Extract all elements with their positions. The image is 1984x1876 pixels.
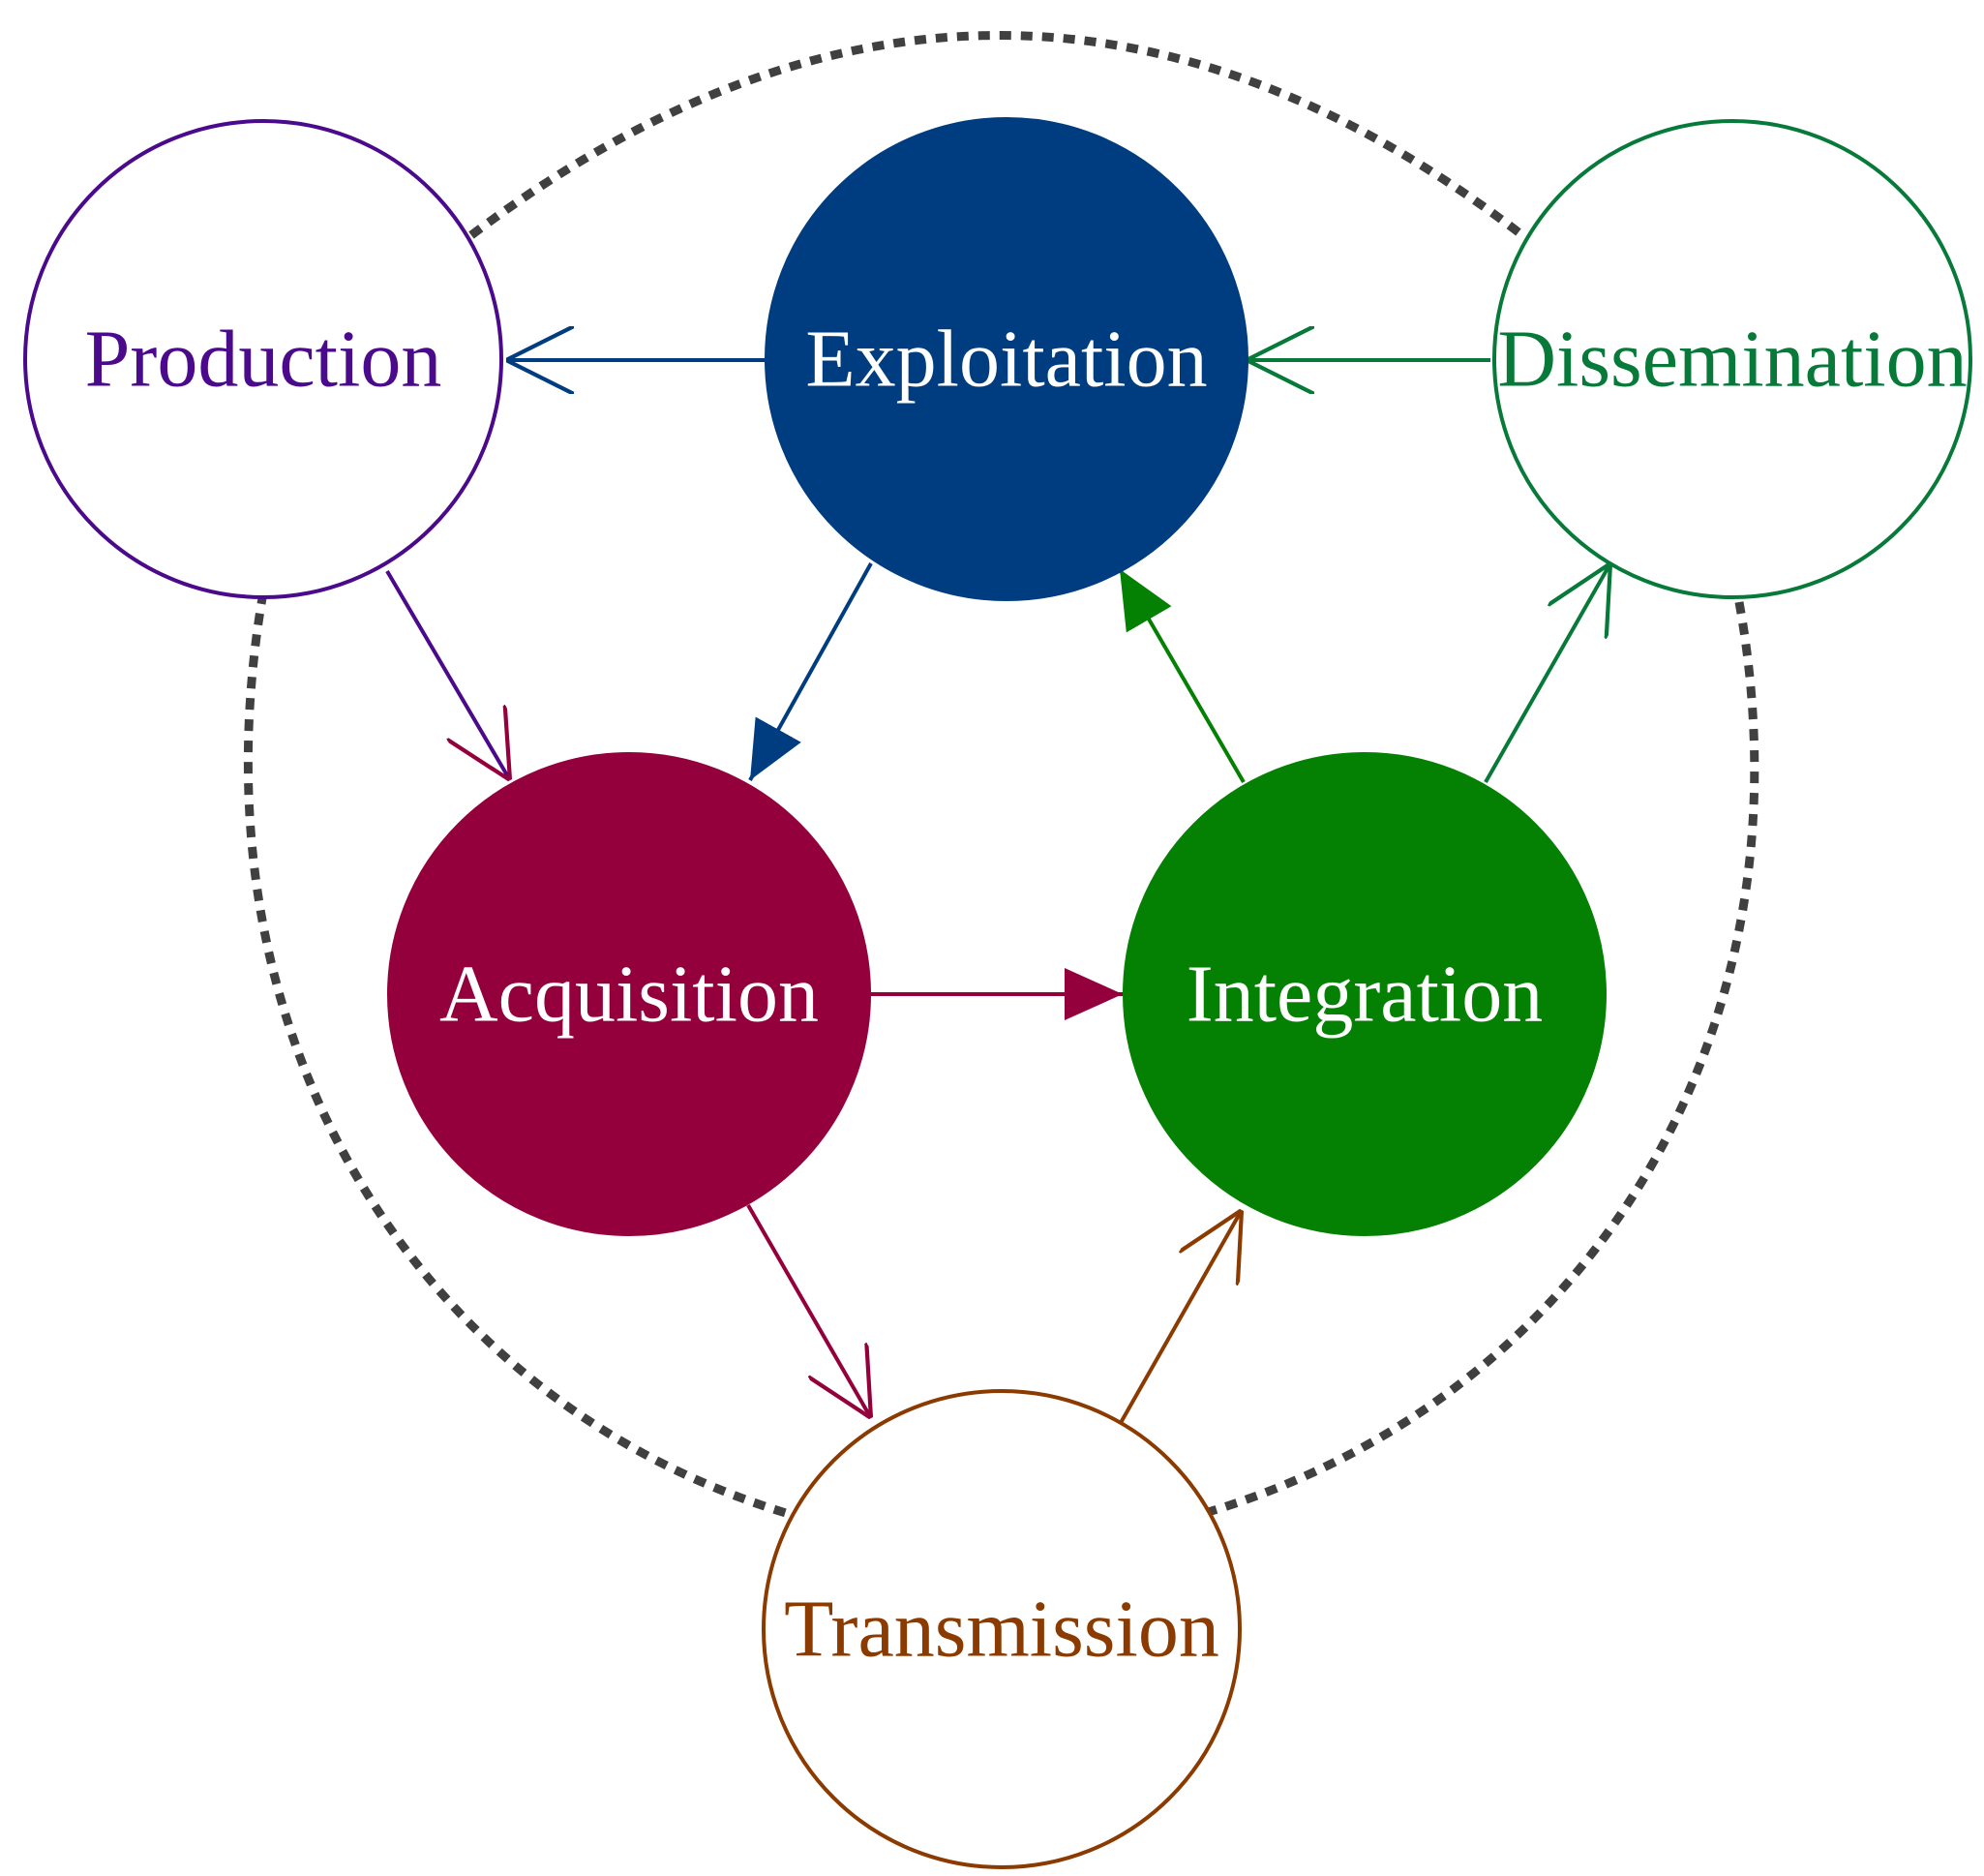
cycle-arc-left [243,591,788,1518]
integration-label: Integration [1187,950,1544,1040]
edge-acquisition-to-transmission [746,1204,871,1418]
exploitation-label: Exploitation [805,315,1207,405]
transmission-circle [762,1389,1242,1869]
edge-production-to-acquisition [385,569,510,780]
edge-transmission-to-integration [1116,1210,1242,1429]
edge-integration-to-dissemination [1484,563,1610,783]
production-label: Production [85,315,442,405]
node-acquisition: Acquisition [387,752,871,1236]
transmission-label: Transmission [784,1585,1219,1675]
node-production: Production [23,119,503,599]
acquisition-circle [387,752,871,1236]
edges [385,360,1610,1429]
dissemination-circle [1492,119,1972,599]
edge-integration-to-exploitation [1118,567,1246,784]
cycle-arc-top [468,31,1525,239]
node-dissemination: Dissemination [1492,119,1972,599]
production-circle [23,119,503,599]
exploitation-circle [765,117,1248,601]
outer-cycle [243,31,1759,1518]
dissemination-label: Dissemination [1497,315,1967,405]
integration-circle [1123,752,1607,1236]
cycle-arc-right [1203,601,1759,1518]
node-transmission: Transmission [762,1389,1242,1869]
acquisition-label: Acquisition [439,950,819,1040]
edge-exploitation-to-acquisition [748,562,873,781]
node-exploitation: Exploitation [765,117,1248,601]
node-integration: Integration [1123,752,1607,1236]
